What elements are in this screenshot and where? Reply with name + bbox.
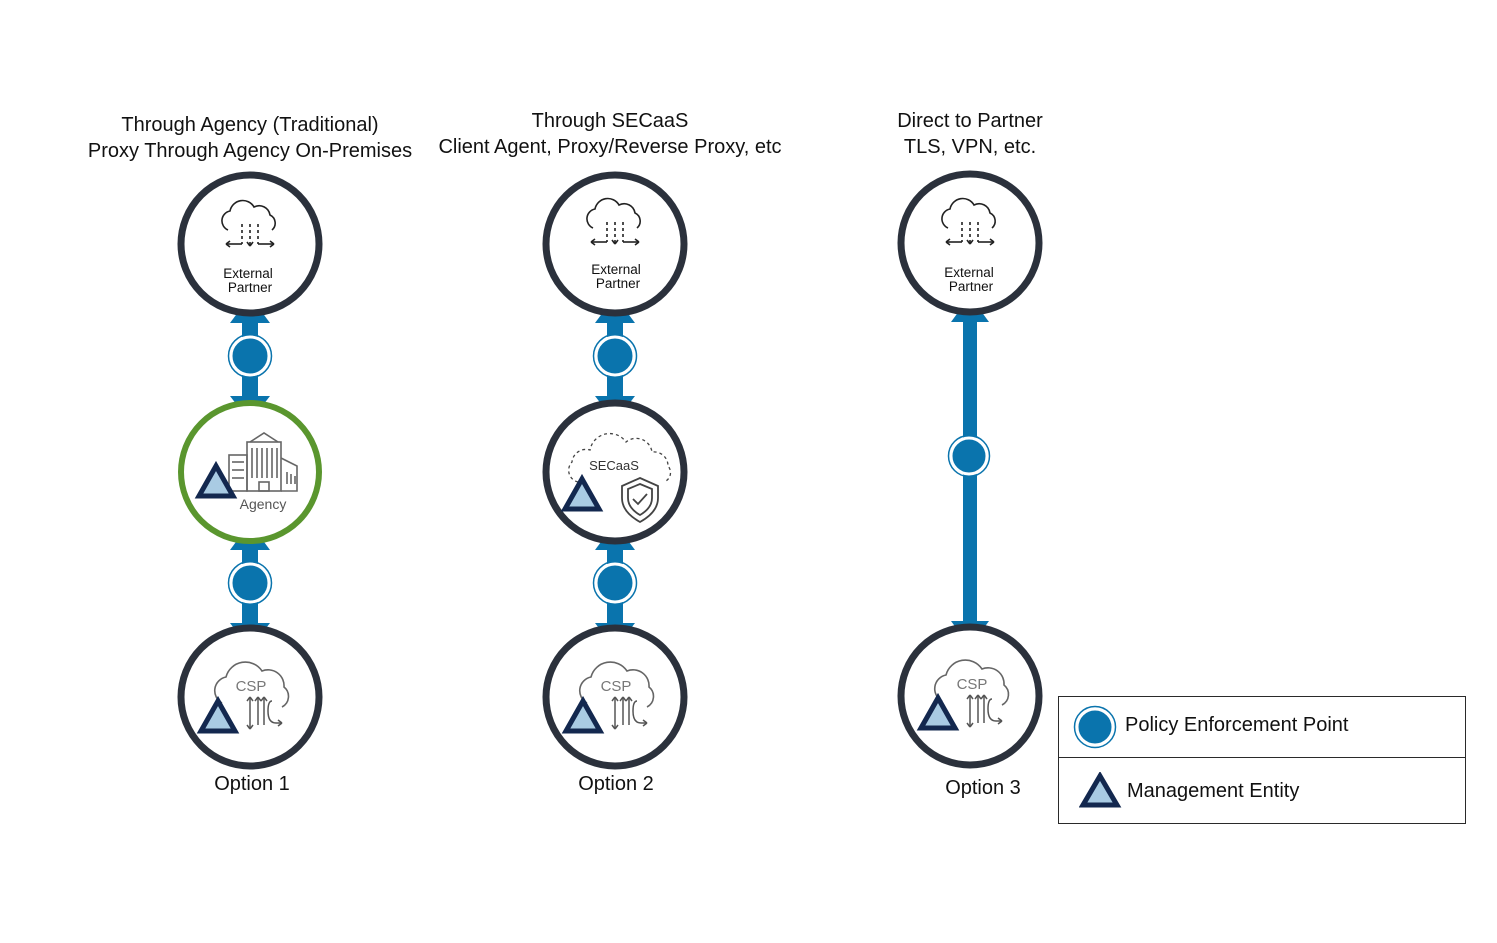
option-2-column: External Partner SECaaS CSP [542, 171, 688, 770]
option-3-title-line1: Direct to Partner [897, 110, 1043, 132]
option-3-csp-node: CSP [897, 623, 1043, 769]
legend: Policy Enforcement Point Management Enti… [1058, 696, 1466, 824]
policy-enforcement-point-icon [594, 562, 636, 604]
legend-row-pep: Policy Enforcement Point [1059, 697, 1465, 758]
node-label: CSP [236, 678, 267, 695]
option-2-secaas-node: SECaaS [542, 399, 688, 545]
option-2-csp-node: CSP [542, 624, 688, 770]
policy-enforcement-point-icon [1073, 705, 1117, 749]
option-2-title-line2: Client Agent, Proxy/Reverse Proxy, etc [438, 136, 782, 158]
node-label: Partner [949, 279, 994, 294]
policy-enforcement-point-icon [949, 436, 989, 476]
node-label: External [223, 266, 273, 281]
option-2-label: Option 2 [578, 773, 654, 795]
node-label: CSP [601, 678, 632, 695]
policy-enforcement-point-icon [229, 562, 271, 604]
policy-enforcement-point-icon [594, 335, 636, 377]
dashed-cloud-icon [568, 432, 672, 483]
node-label: CSP [957, 676, 988, 693]
option-1-title-line2: Proxy Through Agency On-Premises [87, 140, 413, 162]
option-1-label: Option 1 [214, 773, 290, 795]
option-3-column: External Partner CSP [897, 170, 1043, 769]
node-label: Partner [228, 280, 273, 295]
option-1-column: External Partner Agency [177, 171, 323, 770]
option-1-title: Through Agency (Traditional) Proxy Throu… [70, 112, 430, 164]
option-1-csp-node: CSP [177, 624, 323, 770]
option-1-agency-node: Agency [178, 400, 322, 544]
node-label: Partner [596, 276, 641, 291]
node-label: Agency [240, 496, 287, 512]
option-2-title: Through SECaaS Client Agent, Proxy/Rever… [430, 108, 790, 160]
policy-enforcement-point-icon [229, 335, 271, 377]
option-1-external-partner-node: External Partner [177, 171, 323, 317]
option-3-arrow [947, 296, 991, 647]
node-label: External [944, 265, 994, 280]
building-icon [228, 432, 298, 492]
option-1-title-line1: Through Agency (Traditional) [121, 114, 379, 136]
legend-row-mgmt: Management Entity [1059, 758, 1465, 823]
shield-check-icon [621, 477, 659, 524]
node-label: SECaaS [589, 458, 639, 473]
legend-label-mgmt: Management Entity [1127, 780, 1300, 802]
option-3-label: Option 3 [945, 777, 1021, 799]
option-2-external-partner-node: External Partner [542, 171, 688, 317]
node-label: External [591, 262, 641, 277]
option-3-title: Direct to Partner TLS, VPN, etc. [860, 108, 1080, 160]
option-3-title-line2: TLS, VPN, etc. [903, 136, 1037, 158]
management-entity-icon [1079, 772, 1122, 808]
option-3-external-partner-node: External Partner [897, 170, 1043, 316]
legend-label-pep: Policy Enforcement Point [1125, 714, 1349, 736]
option-2-title-line1: Through SECaaS [531, 110, 689, 132]
